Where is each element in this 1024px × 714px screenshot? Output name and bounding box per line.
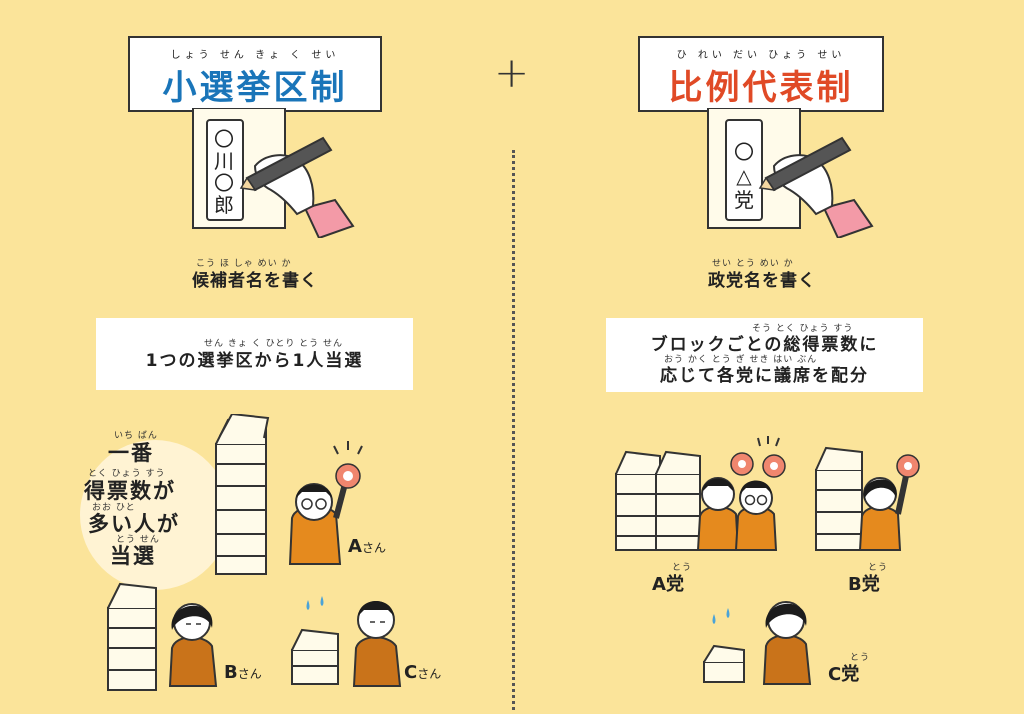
right-caption: 政党名を書く: [708, 271, 816, 291]
note-ruby-4: とう せん: [116, 535, 160, 545]
candidate-b-figure: [168, 603, 218, 687]
party-c-stack: [703, 644, 745, 683]
right-rule-ruby-1: そう とく ひょう すう: [752, 324, 854, 334]
left-title: 小選挙区制: [162, 68, 348, 108]
party-c-label: C党: [828, 660, 859, 686]
left-candidates-illustration: [107, 414, 402, 691]
left-ballot-illustration: [192, 108, 355, 238]
vote-stack-a: [215, 414, 270, 575]
note-ruby-2: とく ひょう すう: [88, 469, 166, 479]
left-ballot-text: 〇川〇郎: [214, 127, 234, 217]
right-rule-line-1: ブロックごとの総得票数に: [650, 335, 879, 355]
party-c-suffix: 党: [841, 664, 860, 685]
party-b-member: [858, 454, 920, 551]
candidate-b-name: B: [224, 662, 238, 683]
right-ballot-illustration: [707, 108, 874, 238]
left-rule-box: せん きょ く ひとり とう せん 1つの選挙区から1人当選: [96, 318, 413, 390]
winner-note-circle: [80, 440, 230, 590]
candidate-a-figure: [288, 441, 363, 565]
note-line-3: 多い人が: [88, 512, 180, 536]
candidate-c-label: Cさん: [404, 662, 441, 683]
right-title-ruby: ひ れい だい ひょう せい: [676, 50, 846, 61]
left-title-box: しょう せん きょ く せい 小選挙区制: [128, 36, 382, 112]
party-b-name: B: [848, 574, 862, 595]
left-rule-text: 1つの選挙区から1人当選: [145, 351, 364, 371]
left-rule-ruby: せん きょ く ひとり とう せん: [204, 339, 344, 349]
candidate-c-suffix: さん: [417, 667, 442, 681]
party-b-stack: [815, 446, 863, 551]
candidate-c-figure: [352, 601, 402, 687]
vote-stack-b: [107, 582, 157, 691]
party-a-member-2: [734, 480, 778, 551]
left-title-ruby: しょう せん きょ く せい: [170, 50, 340, 61]
note-ruby-3: おお ひと: [92, 503, 136, 513]
party-a-name: A: [652, 574, 666, 595]
party-c-ruby: とう: [850, 653, 871, 663]
plus-sign: +: [494, 48, 530, 97]
note-ruby-1: いち ばん: [114, 431, 158, 441]
note-line-2: 得票数が: [84, 479, 176, 503]
party-a-stacks: [615, 450, 701, 551]
party-b-suffix: 党: [861, 574, 880, 595]
right-title-box: ひ れい だい ひょう せい 比例代表制: [638, 36, 884, 112]
party-a-suffix: 党: [665, 574, 684, 595]
right-title: 比例代表制: [668, 68, 854, 108]
right-rule-line-2: 応じて各党に議席を配分: [660, 366, 869, 386]
right-rule-ruby-2: おう かく とう ぎ せき はい ぶん: [664, 355, 818, 365]
left-caption: 候補者名を書く: [192, 271, 318, 291]
note-line-1: 一番: [108, 441, 154, 465]
sweat-drops-party-c: [712, 608, 730, 624]
sweat-drops-c: [306, 596, 324, 610]
party-a-label: A党: [652, 570, 684, 596]
candidate-a-name: A: [348, 536, 362, 557]
candidate-b-suffix: さん: [237, 667, 262, 681]
party-a-member-1: [696, 477, 740, 551]
candidate-a-label: Aさん: [348, 536, 386, 557]
party-b-label: B党: [848, 570, 880, 596]
right-ballot-text: 〇△党: [734, 140, 754, 212]
note-line-4: 当選: [110, 544, 156, 568]
party-c-member: [762, 601, 812, 685]
party-b-ruby: とう: [868, 563, 889, 573]
party-a-ruby: とう: [672, 563, 693, 573]
right-rule-box: そう とく ひょう すう ブロックごとの総得票数に おう かく とう ぎ せき …: [606, 318, 923, 392]
left-caption-ruby: こう ほ しゃ めい か: [196, 259, 292, 269]
right-parties-illustration: [615, 436, 920, 685]
candidate-b-label: Bさん: [224, 662, 262, 683]
candidate-a-suffix: さん: [361, 541, 386, 555]
vote-stack-c: [291, 628, 339, 685]
party-c-name: C: [828, 664, 842, 685]
center-divider: [512, 150, 515, 710]
candidate-c-name: C: [404, 662, 418, 683]
right-caption-ruby: せい とう めい か: [712, 259, 794, 269]
